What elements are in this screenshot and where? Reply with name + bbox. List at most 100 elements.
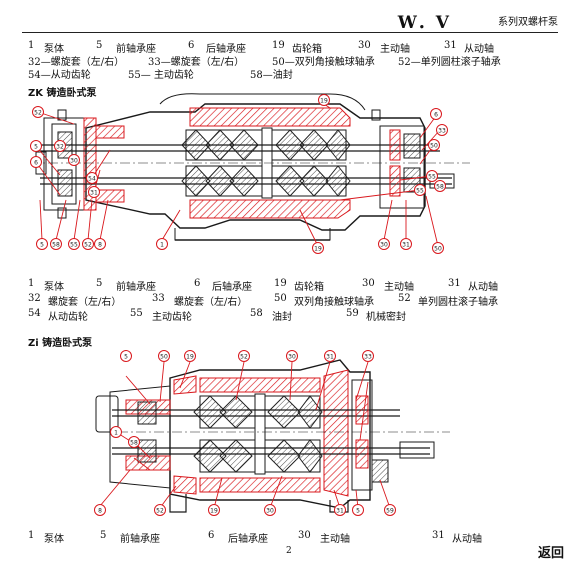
part-number: 31 [444, 40, 457, 51]
callout-52: 52 [238, 350, 250, 362]
part-name: 从动轴 [468, 282, 498, 293]
part-number: 55 [130, 308, 143, 319]
callout-59: 59 [384, 504, 396, 516]
callout-31: 31 [334, 504, 346, 516]
callout-30: 30 [68, 154, 80, 166]
callout-label: 30 [288, 354, 296, 361]
brand-title: W．V [397, 13, 450, 33]
part-name: 螺旋套（左/右） [174, 297, 248, 308]
part-name: 主动齿轮 [152, 312, 192, 323]
zk-pump-drawing [30, 93, 470, 241]
page-header: W．V 系列双螺杆泵 [22, 6, 558, 33]
part-name: 双列角接触球轴承 [294, 297, 374, 308]
callout-label: 8 [98, 242, 102, 249]
part-name: 后轴承座 [212, 282, 252, 293]
callout-label: 52 [156, 508, 164, 515]
callout-19: 19 [208, 504, 220, 516]
callout-label: 19 [314, 246, 322, 253]
part-number: 32 [28, 293, 41, 304]
callout-55: 55 [68, 238, 80, 250]
callout-58: 58 [434, 180, 446, 192]
callout-label: 31 [326, 354, 334, 361]
callout-50: 50 [432, 242, 444, 254]
callout-label: 1 [160, 242, 164, 249]
legend-row: 32—螺旋套（左/右） 33—螺旋套（左/右） 50—双列角接触球轴承 52—单… [28, 53, 568, 68]
legend-row: 1 泵体 5 前轴承座 6 后轴承座 30 主动轴 31 从动轴 [28, 530, 568, 545]
callout-label: 1 [114, 430, 118, 437]
part-name: 后轴承座 [228, 534, 268, 545]
part-name: 从动齿轮 [48, 312, 88, 323]
part-number: 19 [272, 40, 285, 51]
callout-label: 55 [70, 242, 78, 249]
part-name: 前轴承座 [120, 534, 160, 545]
part-number: 59 [346, 308, 359, 319]
callout-5: 5 [120, 350, 132, 362]
part-number: 30 [362, 278, 375, 289]
part-name: 从动轴 [464, 44, 494, 55]
legend-row: 1 泵体 5 前轴承座 6 后轴承座 19 齿轮箱 30 主动轴 31 从动轴 [28, 278, 568, 293]
callout-label: 59 [386, 508, 394, 515]
legend-row: 54—从动齿轮 55— 主动齿轮 58—油封 [28, 66, 568, 81]
part-number: 6 [194, 278, 201, 289]
callout-55: 55 [426, 170, 438, 182]
part-entry: 54—从动齿轮 [28, 70, 91, 81]
part-name: 从动轴 [452, 534, 482, 545]
part-name: 泵体 [44, 282, 64, 293]
part-name: 油封 [272, 312, 292, 323]
part-number: 6 [208, 530, 215, 541]
part-number: 30 [298, 530, 311, 541]
legend-row: 54 从动齿轮 55 主动齿轮 58 油封 59 机械密封 [28, 308, 568, 323]
callout-label: 54 [88, 176, 96, 183]
callout-19: 19 [312, 242, 324, 254]
callout-55: 55 [414, 184, 426, 196]
callout-label: 19 [210, 508, 218, 515]
callout-5: 5 [352, 504, 364, 516]
part-entry: 55— 主动齿轮 [128, 70, 194, 81]
callout-54: 54 [86, 172, 98, 184]
callout-8: 8 [94, 238, 106, 250]
callout-52: 52 [82, 238, 94, 250]
callout-31: 31 [400, 238, 412, 250]
page-number: 2 [286, 546, 292, 556]
callout-label: 6 [434, 112, 438, 119]
callout-1: 1 [110, 426, 122, 438]
part-name: 主动轴 [380, 44, 410, 55]
callout-label: 58 [52, 242, 60, 249]
callout-label: 55 [416, 188, 424, 195]
legend-row: 1 泵体 5 前轴承座 6 后轴承座 19 齿轮箱 30 主动轴 31 从动轴 [28, 40, 568, 55]
part-name: 机械密封 [366, 312, 406, 323]
part-number: 1 [28, 530, 35, 541]
part-name: 主动轴 [384, 282, 414, 293]
callout-label: 58 [436, 184, 444, 191]
callout-label: 55 [428, 174, 436, 181]
callout-8: 8 [94, 504, 106, 516]
part-entry: 52—单列圆柱滚子轴承 [398, 57, 501, 68]
callout-1: 1 [156, 238, 168, 250]
callout-label: 50 [430, 143, 438, 150]
callout-label: 5 [124, 354, 128, 361]
callout-label: 5 [356, 508, 360, 515]
part-name: 泵体 [44, 534, 64, 545]
part-name: 齿轮箱 [292, 44, 322, 55]
back-link[interactable]: 返回 [537, 546, 564, 561]
part-number: 6 [188, 40, 195, 51]
callout-label: 58 [130, 440, 138, 447]
callout-label: 31 [336, 508, 344, 515]
part-number: 31 [448, 278, 461, 289]
part-name: 螺旋套（左/右） [48, 297, 122, 308]
callout-31: 31 [88, 186, 100, 198]
callout-30: 30 [264, 504, 276, 516]
callout-19: 19 [318, 94, 330, 106]
legend-top: 1 泵体 5 前轴承座 6 后轴承座 19 齿轮箱 30 主动轴 31 从动轴 … [28, 40, 568, 81]
section-title-zk: ZK 铸造卧式泵 [28, 88, 97, 99]
part-name: 前轴承座 [116, 44, 156, 55]
callout-31: 31 [324, 350, 336, 362]
part-name: 前轴承座 [116, 282, 156, 293]
part-number: 52 [398, 293, 411, 304]
part-entry: 50—双列角接触球轴承 [272, 57, 375, 68]
part-name: 泵体 [44, 44, 64, 55]
callout-label: 50 [434, 246, 442, 253]
callout-label: 5 [34, 144, 38, 151]
section-title-zi: Zi 铸造卧式泵 [28, 338, 93, 349]
